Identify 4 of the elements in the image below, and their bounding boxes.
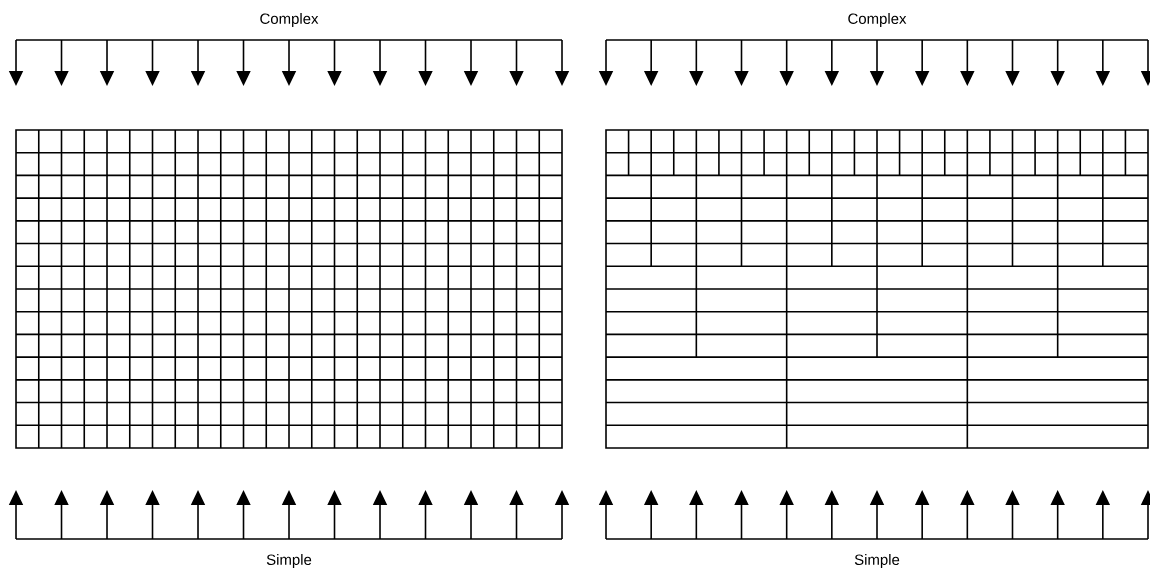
heading-text: Complex xyxy=(260,13,319,27)
heading-text: Simple xyxy=(854,554,900,568)
heading-text: Simple xyxy=(266,554,312,568)
heading-text: Complex xyxy=(848,13,907,27)
